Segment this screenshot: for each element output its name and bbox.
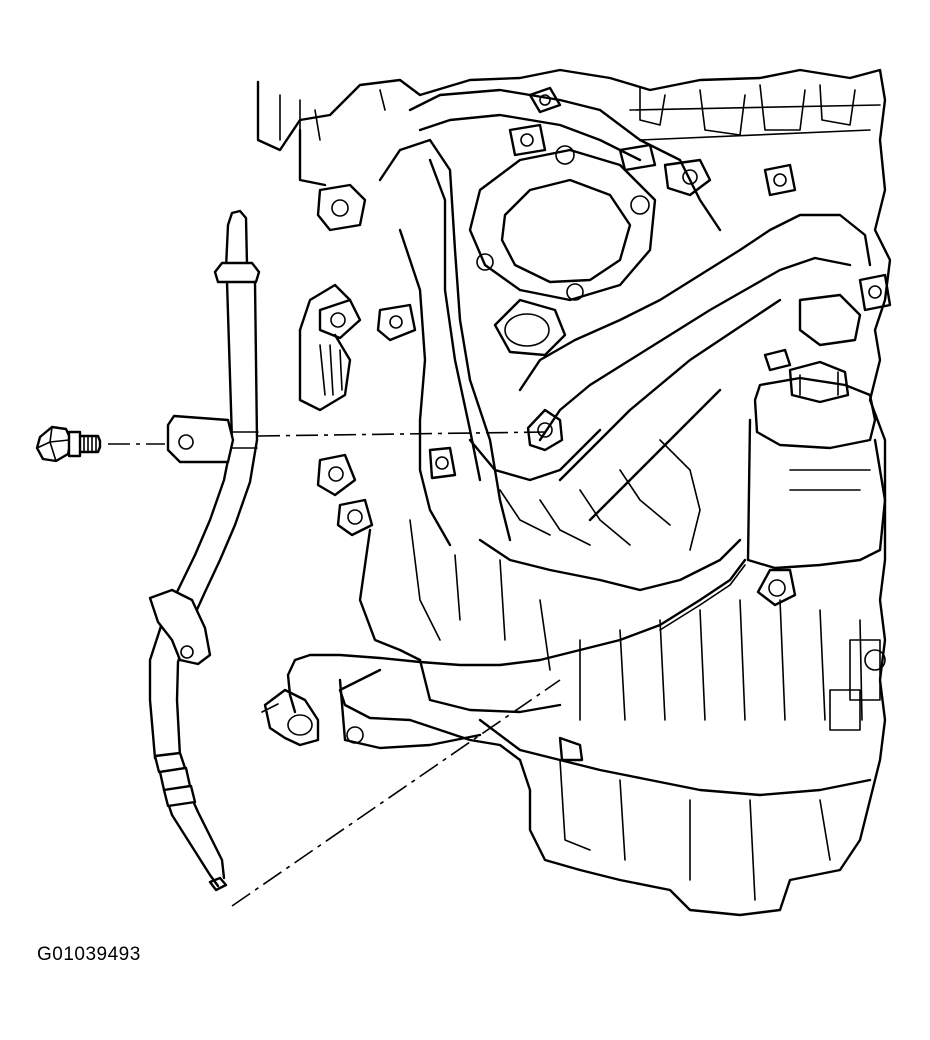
tube-mounting-bolt (35, 425, 102, 463)
figure-id-label: G01039493 (37, 944, 141, 965)
sensor-connector (261, 688, 320, 747)
engine-block (256, 68, 892, 917)
oil-filter-housing (746, 163, 892, 607)
oil-level-dipstick-tube (148, 209, 261, 892)
intake-manifold (298, 86, 872, 592)
wire-harness (286, 558, 747, 714)
bracket-to-manifold-line (257, 431, 546, 437)
alignment-leader-lines (108, 431, 561, 907)
tube-to-block-line (231, 679, 561, 907)
